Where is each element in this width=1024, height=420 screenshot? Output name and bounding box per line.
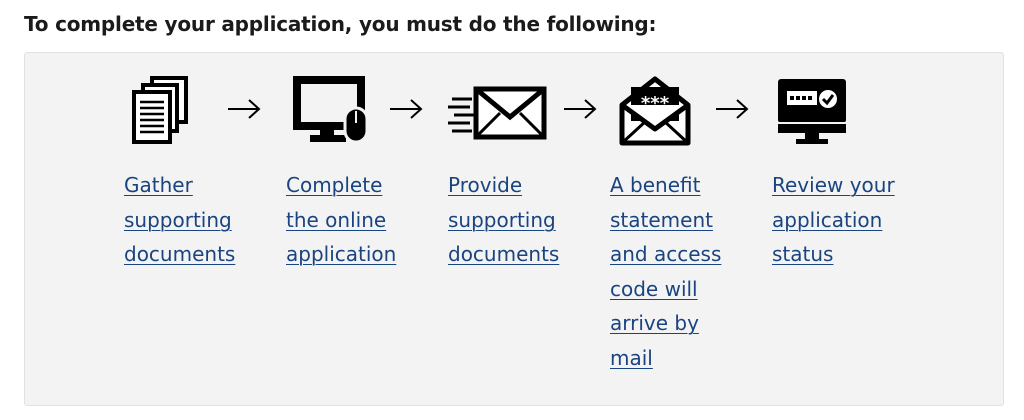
- step-link-line[interactable]: Provide: [448, 173, 523, 197]
- step-link-complete-application[interactable]: Complete the online application: [286, 168, 436, 272]
- page-heading: To complete your application, you must d…: [24, 12, 657, 36]
- step-link-line[interactable]: Gather: [124, 173, 193, 197]
- step-link-line[interactable]: documents: [124, 242, 236, 266]
- step-link-gather-documents[interactable]: Gather supporting documents: [124, 168, 274, 272]
- opened-letter-icon: ***: [619, 76, 691, 146]
- step-link-line[interactable]: application: [772, 207, 883, 232]
- step-link-line[interactable]: supporting: [124, 207, 232, 232]
- step-link-provide-documents[interactable]: Provide supporting documents: [448, 168, 598, 272]
- step-link-benefit-statement-by-mail[interactable]: A benefit statement and access code will arr…: [610, 168, 760, 375]
- computer-icon: [293, 76, 369, 144]
- step-link-line[interactable]: Review your: [772, 173, 895, 197]
- step-link-line[interactable]: documents: [448, 242, 560, 266]
- step-link-line[interactable]: statement: [610, 207, 713, 232]
- documents-icon: [132, 76, 188, 144]
- sending-mail-icon: [448, 86, 547, 140]
- step-link-review-status[interactable]: Review your application status: [772, 168, 922, 272]
- step-link-line[interactable]: Complete: [286, 173, 383, 197]
- step-link-line[interactable]: status: [772, 242, 834, 266]
- step-link-line[interactable]: the online: [286, 207, 387, 232]
- arrow-right-icon: [228, 99, 261, 119]
- arrow-right-icon: [564, 99, 597, 119]
- step-link-line[interactable]: and access: [610, 242, 722, 266]
- step-link-line[interactable]: A benefit: [610, 173, 701, 197]
- step-link-line[interactable]: mail: [610, 345, 653, 370]
- step-link-line[interactable]: supporting: [448, 207, 556, 232]
- step-link-line[interactable]: code will: [610, 276, 698, 301]
- status-monitor-icon: [778, 79, 846, 144]
- step-link-line[interactable]: application: [286, 242, 397, 266]
- arrow-right-icon: [390, 99, 423, 119]
- step-link-line[interactable]: arrive by: [610, 311, 699, 335]
- arrow-right-icon: [716, 99, 749, 119]
